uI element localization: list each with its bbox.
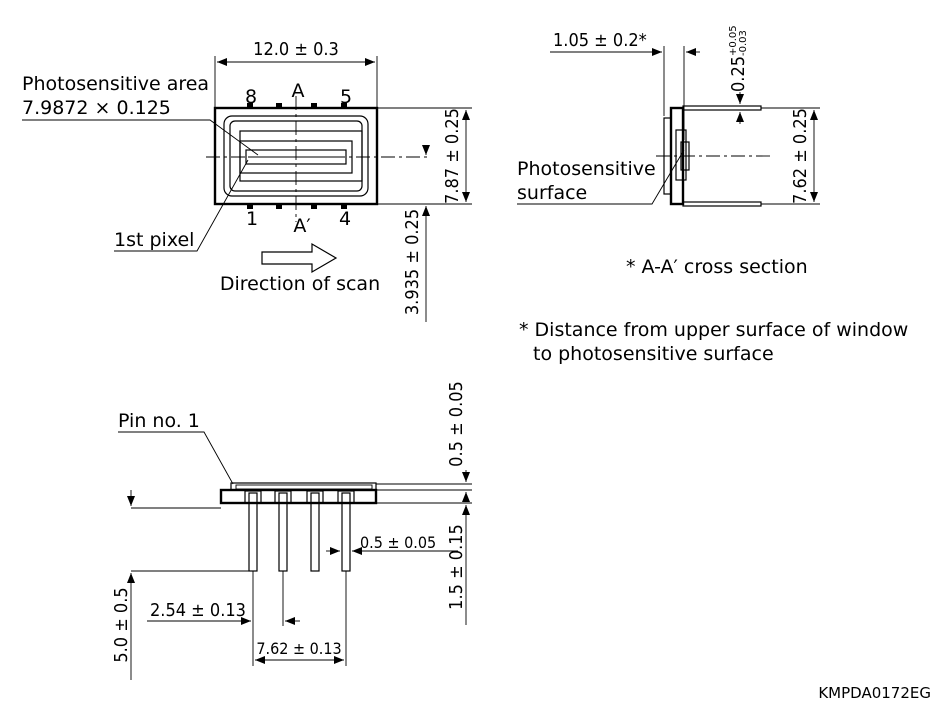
cross-section-view: 1.05 ± 0.2* 0.25 +0.05 -0.03 7.62 ± 0.25… bbox=[517, 25, 820, 278]
surface-leader bbox=[517, 149, 685, 205]
pin-no-1-label: Pin no. 1 bbox=[118, 410, 200, 432]
span-dimension: 7.62 ± 0.13 bbox=[256, 639, 341, 658]
side-body bbox=[219, 488, 378, 505]
window-thickness-dimension: 0.5 ± 0.05 bbox=[446, 381, 467, 467]
pitch-dimension: 2.54 ± 0.13 bbox=[150, 600, 246, 621]
photosensitive-area-leader bbox=[22, 119, 259, 156]
footnote-line2: to photosensitive surface bbox=[533, 343, 774, 365]
side-view: Pin no. 1 0.5 ± 0.05 1.5 ± 0.15 0.5 ± 0.… bbox=[111, 381, 472, 680]
scan-direction-arrow bbox=[261, 242, 338, 274]
pin-stub-6 bbox=[311, 103, 317, 108]
top-view: 12.0 ± 0.3 8 5 1 4 A A′ Photosensitive a… bbox=[22, 39, 472, 322]
pin-label-5: 5 bbox=[340, 86, 352, 108]
section-chip-step bbox=[675, 129, 687, 181]
depth-dimension: 1.05 ± 0.2* bbox=[553, 30, 647, 51]
height-dimension: 7.87 ± 0.25 bbox=[442, 108, 463, 204]
pin-stub-8 bbox=[247, 103, 253, 108]
direction-of-scan-label: Direction of scan bbox=[220, 273, 380, 295]
lead-length-dimension: 5.0 ± 0.5 bbox=[111, 587, 132, 662]
pin-stub-1 bbox=[247, 204, 253, 209]
photosensitive-area-label: Photosensitive area bbox=[22, 73, 209, 95]
pin-stub-5 bbox=[341, 103, 347, 108]
width-dimension: 12.0 ± 0.3 bbox=[253, 39, 339, 60]
svg-text:0.25: 0.25 bbox=[728, 56, 749, 92]
pin-label-4: 4 bbox=[339, 208, 351, 230]
surface-label-line1: Photosensitive bbox=[517, 158, 656, 180]
cross-section-caption: * A-A′ cross section bbox=[626, 256, 808, 278]
row-spacing-dimension: 7.62 ± 0.25 bbox=[790, 108, 811, 204]
lead-width-dimension: 0.5 ± 0.05 bbox=[360, 533, 436, 552]
svg-text:-0.03: -0.03 bbox=[738, 30, 749, 56]
section-lead-top bbox=[682, 105, 762, 111]
first-pixel-label: 1st pixel bbox=[114, 229, 194, 251]
svg-text:+0.05: +0.05 bbox=[728, 25, 739, 56]
side-window bbox=[230, 482, 377, 491]
side-window-inner bbox=[235, 484, 373, 490]
section-label-a: A bbox=[292, 80, 305, 102]
first-pixel-leader bbox=[114, 159, 249, 252]
pin-stub-4 bbox=[341, 204, 347, 209]
offset-dimension: 3.935 ± 0.25 bbox=[402, 209, 423, 315]
lead-thickness-dimension: 0.25 +0.05 -0.03 bbox=[728, 25, 749, 92]
pin-no-1-leader bbox=[118, 431, 234, 485]
pin-label-1: 1 bbox=[246, 208, 258, 230]
section-lead-bottom bbox=[682, 201, 762, 207]
drawing-code: KMPDA0172EG bbox=[818, 684, 931, 702]
pin-stub-2 bbox=[276, 204, 282, 209]
photosensitive-area-value: 7.9872 × 0.125 bbox=[22, 97, 171, 119]
pin-label-8: 8 bbox=[245, 86, 257, 108]
section-label-a-prime: A′ bbox=[293, 215, 310, 237]
body-thickness-dimension: 1.5 ± 0.15 bbox=[446, 524, 467, 610]
pin-stub-7 bbox=[276, 103, 282, 108]
footnote-line1: * Distance from upper surface of window bbox=[519, 319, 908, 341]
surface-label-line2: surface bbox=[517, 182, 587, 204]
pin-stub-3 bbox=[311, 204, 317, 209]
